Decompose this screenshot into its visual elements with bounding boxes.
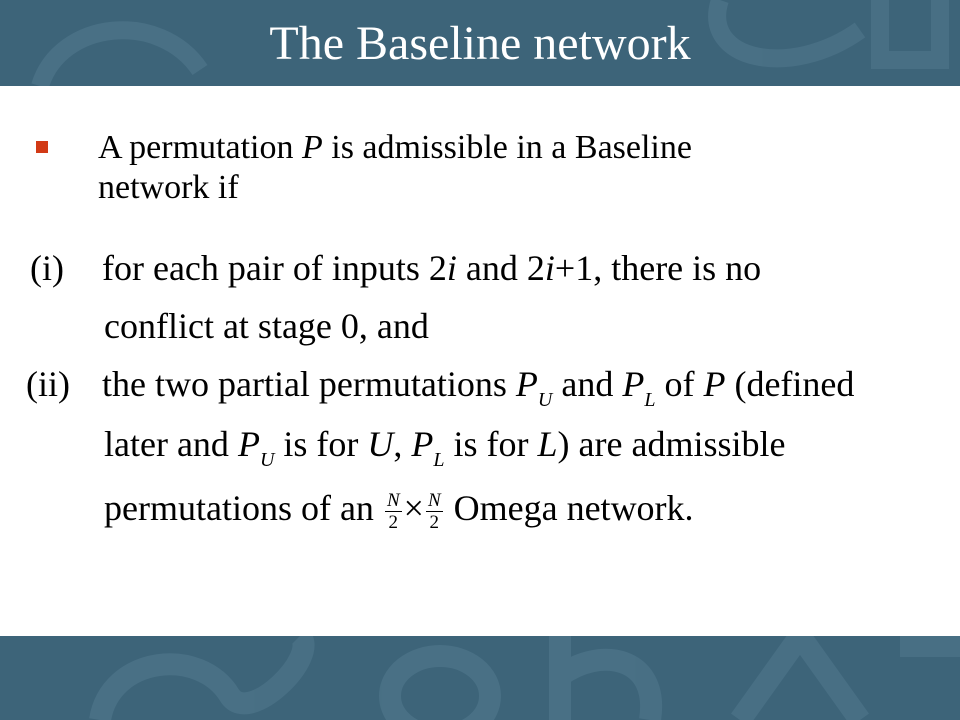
bullet-square-icon bbox=[36, 141, 48, 153]
footer-watermark bbox=[89, 636, 960, 720]
footer-banner bbox=[0, 636, 960, 720]
condition-ii-line2: later and PU is for U, PL is for L) are … bbox=[104, 424, 786, 471]
bullet-text: A permutation P is admissible in a Basel… bbox=[98, 129, 692, 206]
condition-i-line2: conflict at stage 0, and bbox=[104, 306, 429, 346]
condition-ii-label: (ii) bbox=[26, 364, 70, 404]
condition-i-label: (i) bbox=[30, 248, 64, 288]
banner-watermark bbox=[31, 0, 949, 86]
condition-ii-line1: the two partial permutations PU and PL o… bbox=[102, 364, 855, 411]
title-banner: The Baseline network bbox=[0, 0, 960, 86]
condition-i-line1: for each pair of inputs 2i and 2i+1, the… bbox=[102, 248, 762, 288]
slide-title: The Baseline network bbox=[269, 17, 691, 70]
